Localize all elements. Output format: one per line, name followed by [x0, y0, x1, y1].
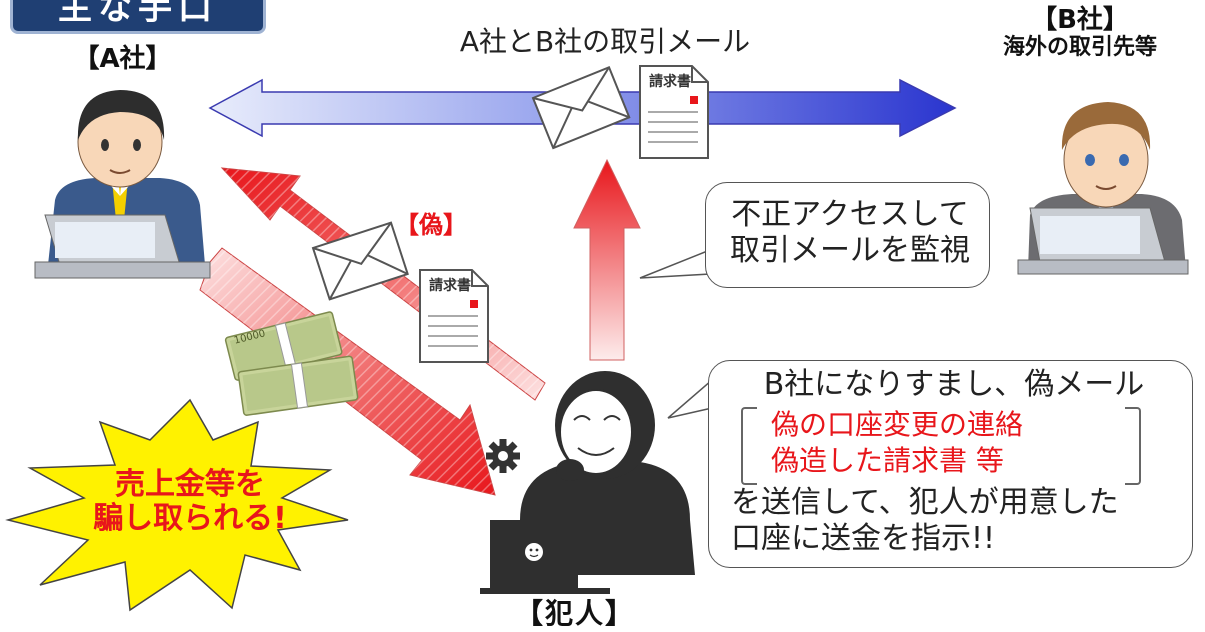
criminal-bubble-line2: を送信して、犯人が用意した — [731, 485, 1119, 520]
company-a-label: 【A社】 — [73, 44, 172, 74]
fake-invoice-document — [419, 269, 489, 363]
person-b-illustration — [1017, 102, 1189, 275]
header-tag: 主な手口 — [10, 0, 266, 34]
monitor-bubble: 不正アクセスして 取引メールを監視 — [705, 182, 990, 288]
fake-envelope-icon — [311, 221, 409, 301]
warning-burst — [5, 398, 349, 612]
criminal-bubble-red-lines: 偽の口座変更の連絡 偽造した請求書 等 — [771, 407, 1023, 479]
company-b-line2: 海外の取引先等 — [1002, 35, 1157, 60]
monitor-bubble-line2: 取引メールを監視 — [730, 233, 970, 268]
warning-burst-line2: 騙し取られる! — [93, 501, 287, 536]
mail-exchange-label: A社とB社の取引メール — [459, 25, 751, 58]
criminal-bubble-bracket-box: 偽の口座変更の連絡 偽造した請求書 等 — [741, 405, 1141, 485]
monitor-arrow — [573, 158, 641, 361]
right-bracket — [1125, 407, 1141, 485]
gear-icon — [486, 439, 520, 473]
fake-label: 【偽】 — [395, 211, 467, 239]
criminal-label: 【犯人】 — [514, 597, 635, 630]
criminal-bubble-tail — [667, 378, 713, 419]
criminal-bubble-lines: を送信して、犯人が用意した 口座に送金を指示!! — [731, 485, 1119, 557]
criminal-bubble-red-line2: 偽造した請求書 等 — [771, 444, 1004, 477]
left-bracket — [741, 407, 757, 485]
invoice-document-top — [639, 65, 709, 159]
criminal-bubble-line3: 口座に送金を指示!! — [731, 521, 996, 556]
criminal-bubble-line1: B社になりすまし、偽メール — [763, 367, 1145, 402]
invoice-label-fake: 請求書 — [429, 278, 471, 294]
warning-burst-line1: 売上金等を — [115, 467, 265, 502]
company-b-label: 【B社】 海外の取引先等 — [955, 6, 1205, 62]
invoice-label-top: 請求書 — [649, 74, 691, 90]
company-b-line1: 【B社】 — [1031, 5, 1129, 35]
criminal-bubble: B社になりすまし、偽メール 偽の口座変更の連絡 偽造した請求書 等 を送信して、… — [708, 360, 1193, 568]
monitor-bubble-tail — [639, 248, 711, 279]
monitor-bubble-line1: 不正アクセスして — [731, 197, 969, 232]
money-icon — [224, 311, 359, 416]
criminal-illustration — [480, 371, 695, 594]
person-a-illustration — [34, 90, 211, 279]
criminal-bubble-red-line1: 偽の口座変更の連絡 — [771, 408, 1024, 441]
envelope-icon — [531, 65, 631, 150]
monitor-bubble-text: 不正アクセスして 取引メールを監視 — [720, 197, 980, 269]
warning-burst-text: 売上金等を 騙し取られる! — [70, 468, 310, 536]
